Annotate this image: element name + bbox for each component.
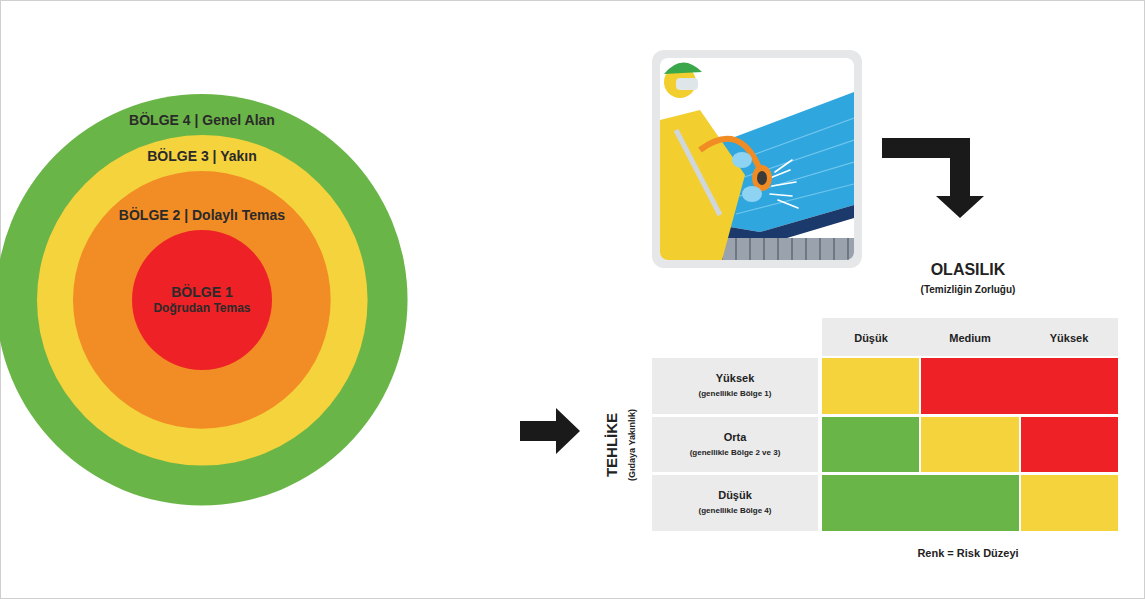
row-note: (genellikle Bölge 1) — [699, 389, 772, 398]
zone-title: BÖLGE 2 | Dolaylı Temas — [119, 207, 285, 224]
zone-disc — [132, 230, 272, 370]
risk-cell — [822, 358, 919, 414]
matrix-note: Renk = Risk Düzeyi — [917, 547, 1018, 560]
zone-subtitle: Doğrudan Temas — [153, 301, 250, 315]
zone-title: BÖLGE 3 | Yakın — [147, 148, 256, 165]
axis-title: OLASILIK — [931, 261, 1006, 279]
axis-subtitle: (Temizliğin Zorluğu) — [921, 284, 1016, 296]
axis-title: TEHLİKE — [603, 413, 620, 477]
column-header: Düşük — [854, 332, 888, 345]
header-row — [822, 318, 1118, 356]
column-header: Medium — [949, 332, 991, 345]
row-header: Yüksek — [716, 372, 755, 385]
cleaning-illustration — [652, 50, 862, 268]
risk-matrix — [652, 318, 1118, 531]
zone-core: BÖLGE 1Doğrudan Temas — [132, 230, 272, 370]
zone-title: BÖLGE 4 | Genel Alan — [129, 112, 275, 129]
row-header: Düşük — [718, 489, 752, 502]
zone-disc — [0, 94, 408, 506]
row-note: (genellikle Bölge 4) — [699, 506, 772, 515]
risk-cell — [921, 417, 1019, 472]
worker-suit — [660, 110, 745, 260]
hose — [700, 139, 760, 170]
row-header-cell — [652, 417, 818, 472]
picture-ground — [660, 58, 854, 260]
zone-ring: BÖLGE 4 | Genel AlanBÖLGE 3 | YakınBÖLGE… — [0, 94, 408, 506]
column-header: Yüksek — [1050, 332, 1089, 345]
hard-hat — [664, 62, 702, 74]
zone-disc — [37, 135, 368, 466]
row-note: (genellikle Bölge 2 ve 3) — [690, 448, 781, 457]
glove — [732, 152, 752, 168]
risk-cell — [822, 475, 1019, 531]
row-header-cell — [652, 475, 818, 531]
conveyor-rollers — [715, 238, 854, 260]
axis-subtitle: (Gıdaya Yakınlık) — [627, 409, 637, 481]
risk-cell — [1021, 475, 1118, 531]
zone-disc — [73, 171, 331, 429]
zone-ring: BÖLGE 3 | YakınBÖLGE 2 | Dolaylı TemasBÖ… — [37, 135, 368, 466]
risk-cell — [1021, 417, 1118, 472]
zone-title: BÖLGE 1 — [171, 284, 232, 301]
straight-arrow — [520, 408, 580, 454]
risk-cell — [921, 358, 1118, 414]
row-header: Orta — [724, 431, 747, 444]
glove — [742, 186, 762, 202]
row-header-cell — [652, 358, 818, 414]
bent-arrow — [882, 138, 984, 218]
zone-ring: BÖLGE 2 | Dolaylı TemasBÖLGE 1Doğrudan T… — [73, 171, 331, 429]
risk-cell — [822, 417, 919, 472]
picture-frame — [652, 50, 862, 268]
